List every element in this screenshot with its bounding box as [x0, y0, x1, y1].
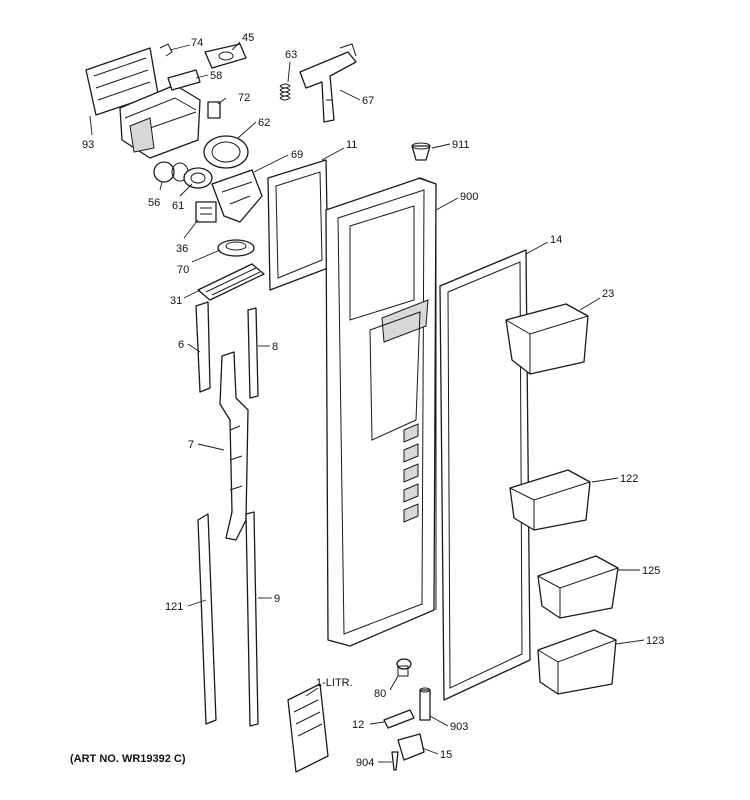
- label-1-litr: 1-LITR.: [316, 677, 353, 689]
- dispenser-module-93: [85, 47, 201, 159]
- label-62: 62: [258, 117, 270, 129]
- chute-69: [211, 169, 263, 223]
- door-900: [325, 177, 437, 647]
- label-93: 93: [82, 139, 94, 151]
- spring-clip-74: [159, 43, 173, 57]
- cup-70: [217, 239, 255, 257]
- bracket-12: [383, 709, 415, 729]
- bin-125: [537, 555, 619, 619]
- bracket-58: [167, 69, 201, 91]
- callout-labels: 74 45 58 93 63 72 67 62 69 11 911 56 61 …: [82, 32, 664, 769]
- label-45: 45: [242, 32, 254, 44]
- label-67: 67: [362, 95, 374, 107]
- tube-903: [419, 687, 431, 721]
- handle-7: [219, 351, 249, 541]
- lever-67: [299, 43, 357, 123]
- screw-80: [396, 658, 412, 677]
- label-904: 904: [356, 757, 374, 769]
- label-903: 903: [450, 721, 468, 733]
- label-69: 69: [291, 149, 303, 161]
- label-7: 7: [188, 439, 194, 451]
- label-8: 8: [272, 341, 278, 353]
- label-31: 31: [170, 295, 182, 307]
- leader-lines: [89, 41, 645, 763]
- label-70: 70: [177, 264, 189, 276]
- label-63: 63: [285, 49, 297, 61]
- motor-56: [153, 161, 189, 183]
- label-36: 36: [176, 243, 188, 255]
- trim-9: [245, 511, 259, 727]
- label-900: 900: [460, 191, 478, 203]
- frame-11: [267, 159, 329, 291]
- bin-122: [509, 469, 591, 531]
- label-125: 125: [642, 565, 660, 577]
- label-23: 23: [602, 288, 614, 300]
- hinge-15: [397, 733, 425, 761]
- label-122: 122: [620, 473, 638, 485]
- label-911: 911: [452, 139, 470, 151]
- ring-62: [203, 135, 249, 169]
- bin-23: [505, 303, 589, 375]
- trim-6: [195, 301, 211, 393]
- gear-61: [183, 167, 213, 189]
- label-12: 12: [352, 719, 364, 731]
- label-80: 80: [374, 688, 386, 700]
- label-15: 15: [440, 749, 452, 761]
- label-11: 11: [346, 139, 357, 151]
- screw-904: [391, 751, 399, 771]
- bin-123: [537, 629, 617, 695]
- trim-121: [197, 513, 217, 725]
- trim-8: [247, 307, 259, 399]
- bracket-45: [204, 43, 247, 69]
- spring-63: [279, 83, 291, 101]
- label-9: 9: [274, 593, 280, 605]
- label-58: 58: [210, 70, 222, 82]
- label-123: 123: [646, 635, 664, 647]
- label-61: 61: [172, 200, 184, 212]
- plug-911: [411, 142, 431, 161]
- literature-1-litr: [287, 683, 329, 773]
- label-14: 14: [550, 234, 562, 246]
- solenoid-36: [195, 201, 217, 223]
- grille-31: [197, 263, 265, 301]
- art-number: (ART NO. WR19392 C): [70, 753, 186, 765]
- gasket-14: [439, 249, 531, 701]
- label-121: 121: [165, 601, 183, 613]
- label-6: 6: [178, 339, 184, 351]
- label-74: 74: [191, 37, 203, 49]
- switch-72: [207, 101, 221, 119]
- label-56: 56: [148, 197, 160, 209]
- label-72: 72: [238, 92, 250, 104]
